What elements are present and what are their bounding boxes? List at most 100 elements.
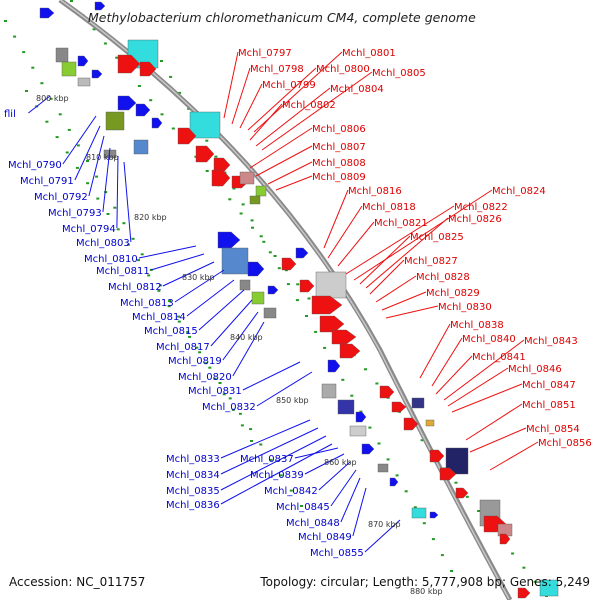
rail-dot — [250, 440, 253, 442]
tick-label: 800 kbp — [36, 94, 69, 103]
label-leader — [375, 275, 417, 303]
label-leader — [323, 189, 349, 249]
label-leader — [88, 135, 105, 197]
gene-label-right: Mchl_0799 — [262, 80, 316, 91]
label-leader — [239, 83, 263, 129]
gene-label-left: Mchl_0792 — [34, 192, 88, 203]
rail-dot — [58, 113, 62, 116]
gene-arrow — [327, 359, 341, 373]
gene-label-left: Mchl_0810 — [84, 254, 138, 265]
gene-label-left: Mchl_0832 — [202, 402, 256, 413]
gene-label-left: Mchl_0803 — [76, 238, 130, 249]
rail-dot — [70, 0, 73, 2]
rail-dot — [386, 458, 390, 461]
label-leader — [381, 291, 427, 311]
gene-arrow — [91, 69, 103, 79]
rail-dot — [231, 408, 235, 411]
rail-dot — [420, 439, 424, 442]
gene-label-right: Mchl_0843 — [524, 336, 578, 347]
gene-arrow — [311, 295, 343, 315]
gene-label-left: Mchl_0836 — [166, 500, 220, 511]
rail-dot — [195, 346, 199, 349]
rail-dot — [450, 570, 453, 572]
rail-dot — [240, 424, 244, 427]
label-leader — [255, 87, 331, 147]
label-leader — [451, 383, 523, 413]
gene-arrow — [94, 1, 106, 11]
gene-arrow — [361, 443, 375, 455]
rail-dot — [422, 522, 426, 525]
rail-dot — [213, 377, 217, 380]
rail-dot — [95, 175, 99, 178]
gene-label-right: Mchl_0856 — [538, 438, 592, 449]
gene-arrow — [151, 117, 163, 129]
rail-dot — [205, 170, 209, 172]
gene-arrow — [267, 285, 279, 295]
gene-label-right: Mchl_0846 — [508, 364, 562, 375]
rail-dot — [22, 51, 26, 54]
rail-dot — [218, 382, 222, 384]
gene-label-right: Mchl_0800 — [316, 64, 370, 75]
rail-dot — [55, 136, 59, 139]
rail-dot — [241, 203, 245, 206]
rail-dot — [96, 197, 100, 200]
gene-label-left: Mchl_0813 — [120, 298, 174, 309]
tick-label: 860 kbp — [324, 458, 357, 467]
rail-dot — [168, 300, 171, 302]
gene-arrow — [247, 261, 265, 277]
rail-dot — [178, 91, 182, 94]
label-leader — [220, 419, 311, 459]
label-leader — [267, 161, 313, 185]
rail-dot — [204, 362, 208, 365]
label-leader — [247, 67, 317, 131]
gene-block — [411, 397, 425, 409]
rail-dot — [350, 394, 354, 397]
tick-label: 830 kbp — [182, 273, 215, 282]
label-leader — [465, 403, 523, 441]
label-leader — [359, 235, 411, 285]
rail-dot — [286, 283, 290, 286]
rail-dot — [249, 428, 253, 431]
gene-arrow — [117, 95, 137, 111]
gene-label-right: Mchl_0804 — [330, 84, 384, 95]
label-leader — [220, 427, 319, 475]
gene-label-left: flil — [4, 109, 16, 120]
rail-dot — [49, 97, 53, 100]
label-leader — [337, 221, 375, 267]
tick-label: 820 kbp — [134, 213, 167, 222]
gene-block — [251, 291, 265, 305]
rail-dot — [259, 443, 263, 446]
rail-dot — [279, 474, 283, 477]
rail-dot — [115, 56, 119, 59]
rail-dot — [140, 253, 144, 256]
label-leader — [489, 441, 539, 471]
gene-label-left: Mchl_0848 — [286, 518, 340, 529]
gene-label-left: Mchl_0811 — [96, 266, 150, 277]
rail-dot — [277, 267, 281, 270]
label-leader — [174, 269, 225, 303]
gene-block — [255, 185, 267, 197]
gene-block — [263, 307, 277, 319]
rail-dot — [273, 255, 277, 257]
rail-dot — [395, 474, 399, 477]
gene-label-right: Mchl_0805 — [372, 68, 426, 79]
label-leader — [385, 305, 439, 319]
gene-label-left: Mchl_0819 — [168, 356, 222, 367]
rail-dot — [122, 222, 126, 225]
gene-arrow — [403, 417, 419, 431]
label-leader — [162, 261, 215, 287]
rail-dot — [186, 331, 190, 334]
rail-dot — [465, 495, 469, 498]
gene-label-right: Mchl_0824 — [492, 186, 546, 197]
gene-block — [239, 171, 255, 185]
gene-arrow — [389, 477, 399, 487]
label-leader — [294, 447, 339, 459]
gene-label-left: Mchl_0831 — [188, 386, 242, 397]
rail-dot — [137, 259, 140, 262]
gene-arrow — [217, 231, 241, 249]
rail-dot — [307, 297, 311, 300]
label-leader — [116, 155, 119, 229]
rail-dot — [228, 198, 232, 201]
